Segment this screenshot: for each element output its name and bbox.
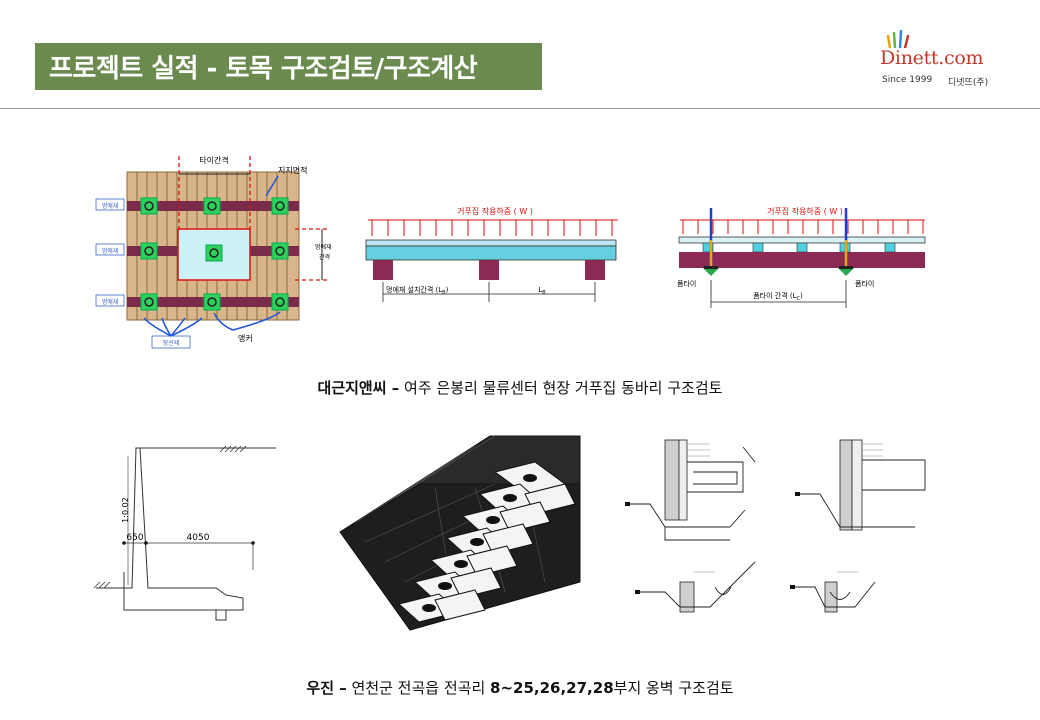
caption-company: 우진 – <box>306 679 347 697</box>
joist-label: 장선재 <box>163 339 180 347</box>
waler-spacing-label: 멍에재 설치간격 (LB) <box>386 285 449 296</box>
leaves-icon <box>886 30 910 48</box>
tie-spacing-label: 타이간격 <box>199 155 228 165</box>
waler-label-top: 멍에재 <box>102 202 119 210</box>
company-logo: Dinett.com Since 1999 디넷뜨(주) <box>880 30 1000 90</box>
form-tie-right-label: 폼타이 <box>855 279 874 288</box>
header-divider <box>0 108 1040 109</box>
dim-right-label: 4050 <box>187 533 210 543</box>
form-tie-spacing-label: 폼타이 간격 (LC) <box>753 291 803 302</box>
caption-text-b: 부지 옹벽 구조검토 <box>613 679 734 697</box>
caption-lot-numbers: 8~25,26,27,28 <box>490 679 614 697</box>
support-area-label: 지지면적 <box>278 165 307 175</box>
caption-formwork: 대근지앤씨 – 여주 은봉리 물류센터 현장 거푸집 동바리 구조검토 <box>0 377 1040 398</box>
lb-label: LB <box>538 286 546 296</box>
waler-label-bottom: 멍에재 <box>102 298 119 306</box>
load-label: 거푸집 작용하중 ( W ) <box>457 206 533 216</box>
page-title: 프로젝트 실적 - 토목 구조검토/구조계산 <box>35 43 542 90</box>
formwork-plan-diagram: 타이간격 지지면적 멍에재 간격 멍에재 멍에재 멍에재 장선재 앵커 <box>95 155 332 349</box>
caption-text: 여주 은봉리 물류센터 현장 거푸집 동바리 구조검토 <box>399 379 723 397</box>
logo-corp-name: 디넷뜨(주) <box>948 78 989 88</box>
drainage-channel-details-diagram <box>625 439 926 613</box>
retaining-wall-section-diagram: 1:0.02 650 4050 <box>93 445 276 621</box>
logo-since: Since 1999 <box>882 75 933 85</box>
form-tie-section-diagram: 거푸집 작용하중 ( W ) 폼타이 폼타이 폼타이 간격 (LC) <box>677 206 926 308</box>
caption-retaining-wall: 우진 – 연천군 전곡읍 전곡리 8~25,26,27,28부지 옹벽 구조검토 <box>0 677 1040 698</box>
dim-left-label: 650 <box>126 533 143 543</box>
form-tie-left-label: 폼타이 <box>677 279 696 288</box>
caption-text-a: 연천군 전곡읍 전곡리 <box>346 679 491 697</box>
waler-spacing-label-2: 간격 <box>319 253 330 261</box>
slope-label: 1:0.02 <box>121 497 130 523</box>
formwork-load-section-diagram: 거푸집 작용하중 ( W ) 멍에재 설치간격 (LB) LB <box>365 206 618 302</box>
waler-spacing-label-1: 멍에재 <box>315 243 332 251</box>
logo-wordmark: Dinett.com <box>880 47 984 69</box>
block-wall-3d-diagram <box>339 435 581 631</box>
anchor-label: 앵커 <box>238 333 253 343</box>
load-label: 거푸집 작용하중 ( W ) <box>767 206 843 216</box>
waler-label-mid: 멍에재 <box>102 247 119 255</box>
caption-company: 대근지앤씨 – <box>317 379 400 397</box>
